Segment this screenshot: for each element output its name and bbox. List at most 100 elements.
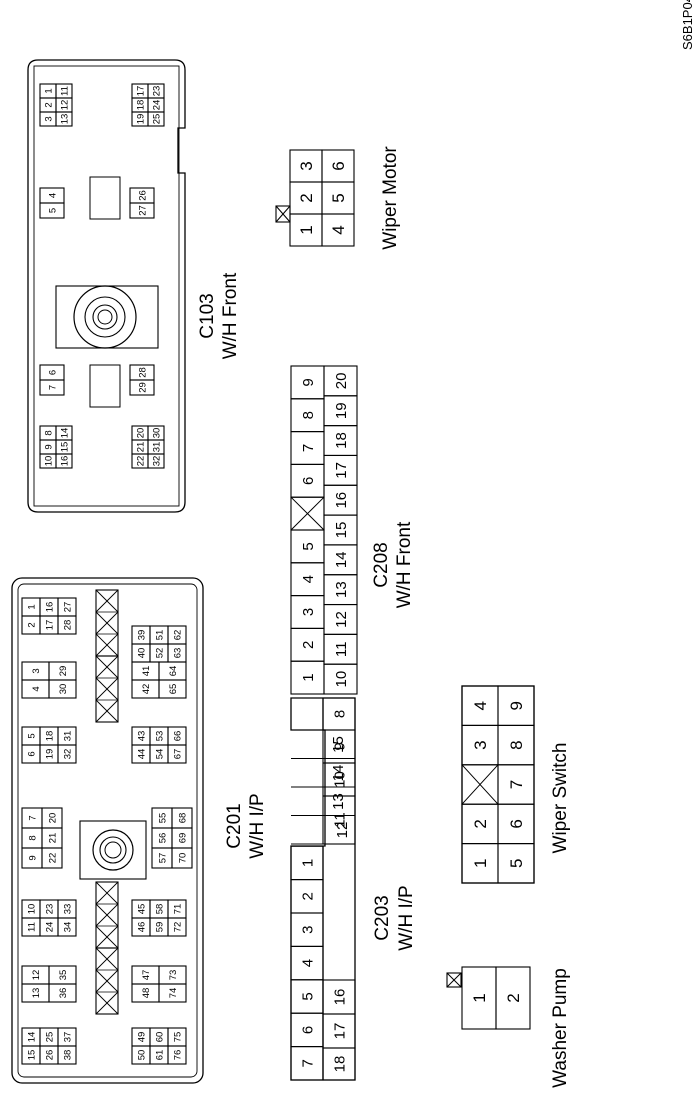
pin-number: 16 bbox=[331, 989, 348, 1006]
pin-number: 11 bbox=[331, 812, 348, 828]
pin-number: 1 bbox=[471, 859, 490, 868]
pin-number: 30 bbox=[151, 428, 162, 439]
pin-number: 16 bbox=[44, 602, 55, 613]
pin-number: 6 bbox=[507, 819, 526, 828]
pin-number: 5 bbox=[47, 208, 58, 213]
pin-number: 3 bbox=[297, 161, 316, 170]
pin-number: 26 bbox=[137, 190, 148, 201]
pin-number: 23 bbox=[151, 86, 162, 97]
pin-number: 15 bbox=[59, 442, 70, 453]
pin-number: 16 bbox=[59, 456, 70, 467]
pin-number: 12 bbox=[59, 100, 70, 111]
pin-number: 2 bbox=[43, 102, 54, 107]
pin-number: 28 bbox=[137, 367, 148, 378]
pin-number: 17 bbox=[331, 1023, 348, 1040]
pin-number: 64 bbox=[168, 666, 179, 677]
pin-number: 7 bbox=[300, 444, 317, 452]
c103-pin-group: 54 bbox=[39, 187, 65, 219]
pin-number: 12 bbox=[31, 970, 42, 981]
pin-number: 14 bbox=[330, 765, 347, 782]
pin-number: 9 bbox=[507, 701, 526, 710]
pin-number: 27 bbox=[62, 602, 73, 613]
wiper-motor-label: Wiper Motor bbox=[380, 146, 401, 250]
pin-number: 2 bbox=[297, 193, 316, 202]
pin-number: 56 bbox=[157, 833, 168, 844]
c103-id-label: C103 bbox=[197, 293, 218, 338]
pin-number: 9 bbox=[43, 444, 54, 449]
pin-number: 2 bbox=[299, 892, 316, 900]
pin-number: 12 bbox=[333, 611, 350, 628]
pin-number: 10 bbox=[43, 456, 54, 467]
pin-number: 45 bbox=[136, 904, 147, 915]
pin-number: 15 bbox=[330, 736, 347, 753]
pin-number: 13 bbox=[59, 114, 70, 125]
pin-number: 15 bbox=[333, 522, 350, 539]
pin-number: 4 bbox=[47, 193, 58, 198]
pin-number: 8 bbox=[27, 835, 38, 840]
pin-number: 8 bbox=[331, 710, 348, 718]
pin-number: 9 bbox=[27, 855, 38, 860]
pin-number: 69 bbox=[177, 833, 188, 844]
pin-number: 37 bbox=[62, 1032, 73, 1043]
pin-number: 22 bbox=[135, 456, 146, 467]
wiper-switch-label: Wiper Switch bbox=[550, 743, 571, 854]
pin-number: 12 bbox=[334, 822, 351, 839]
pin-number: 13 bbox=[31, 988, 42, 999]
pin-number: 26 bbox=[44, 1050, 55, 1061]
pin-number: 4 bbox=[299, 959, 316, 967]
pin-number: 20 bbox=[333, 373, 350, 390]
pin-number: 65 bbox=[168, 684, 179, 695]
pin-number: 3 bbox=[43, 116, 54, 121]
pin-number: 18 bbox=[44, 731, 55, 742]
pin-number: 66 bbox=[172, 731, 183, 742]
pin-number: 74 bbox=[168, 988, 179, 999]
pin-number: 10 bbox=[331, 771, 348, 788]
pin-number: 48 bbox=[141, 988, 152, 999]
pin-number: 27 bbox=[137, 205, 148, 216]
c203-name-label: W/H I/P bbox=[396, 885, 417, 950]
pin-number: 43 bbox=[136, 731, 147, 742]
pin-number: 24 bbox=[151, 100, 162, 111]
pin-number: 38 bbox=[62, 1050, 73, 1061]
pin-number: 1 bbox=[26, 604, 37, 609]
pin-number: 75 bbox=[172, 1032, 183, 1043]
c201-blank-cavity bbox=[95, 655, 119, 723]
pin-number: 2 bbox=[300, 641, 317, 649]
pin-number: 52 bbox=[154, 648, 165, 659]
pin-number: 60 bbox=[154, 1032, 165, 1043]
pin-number: 4 bbox=[329, 225, 348, 234]
pin-number: 7 bbox=[47, 385, 58, 390]
pin-number: 53 bbox=[154, 731, 165, 742]
pin-number: 50 bbox=[136, 1050, 147, 1061]
c103-center-hub bbox=[55, 285, 159, 349]
pin-number: 3 bbox=[300, 608, 317, 616]
pin-number: 6 bbox=[299, 1026, 316, 1034]
pin-number: 59 bbox=[154, 922, 165, 933]
pin-number: 31 bbox=[151, 442, 162, 453]
pin-number: 19 bbox=[44, 749, 55, 760]
pin-number: 46 bbox=[136, 922, 147, 933]
pin-number: 31 bbox=[62, 731, 73, 742]
pin-number: 6 bbox=[329, 161, 348, 170]
pin-number: 58 bbox=[154, 904, 165, 915]
c201-housing bbox=[11, 577, 204, 1084]
pin-number: 32 bbox=[151, 456, 162, 467]
